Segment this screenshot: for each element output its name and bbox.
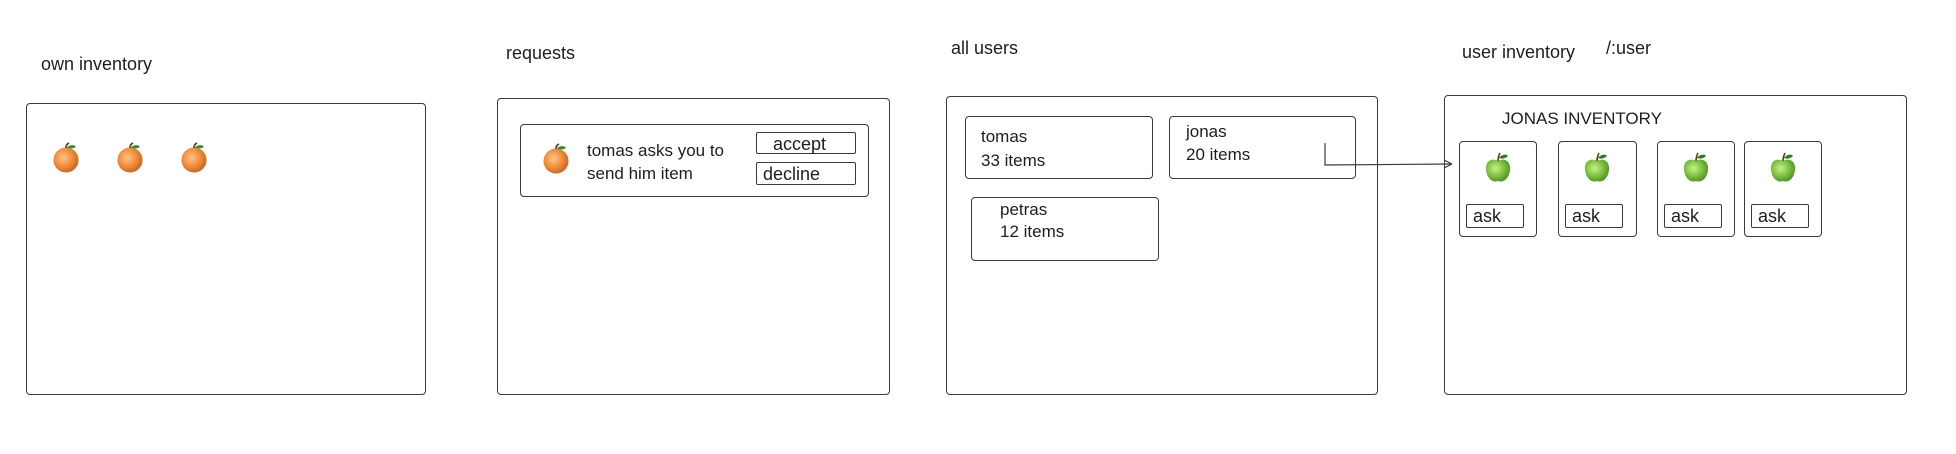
user-name: jonas: [1186, 122, 1227, 141]
all-users-panel: tomas 33 items jonas 20 items petras 12 …: [946, 96, 1378, 395]
orange-icon[interactable]: [115, 142, 145, 179]
request-text-line2: send him item: [587, 164, 693, 183]
item-card: ask: [1744, 141, 1822, 237]
user-item-count: 20 items: [1186, 145, 1251, 164]
green-apple-icon[interactable]: [1582, 152, 1612, 189]
ask-button[interactable]: ask: [1466, 204, 1524, 228]
own-inventory-panel: [26, 103, 426, 395]
all-users-label: all users: [951, 38, 1019, 58]
item-card: ask: [1459, 141, 1537, 237]
user-card-petras[interactable]: petras 12 items: [971, 197, 1159, 261]
orange-icon: [541, 143, 571, 180]
user-item-count: 12 items: [1000, 222, 1065, 241]
green-apple-icon[interactable]: [1483, 152, 1513, 189]
user-inventory-panel: JONAS INVENTORY ask ask ask ask: [1444, 95, 1907, 395]
ask-button[interactable]: ask: [1751, 204, 1809, 228]
requests-panel: tomas asks you to send him item accept d…: [497, 98, 890, 395]
decline-button[interactable]: decline: [756, 162, 856, 185]
green-apple-icon[interactable]: [1681, 152, 1711, 189]
user-inventory-label: user inventory: [1462, 42, 1576, 62]
item-card: ask: [1657, 141, 1735, 237]
ask-button[interactable]: ask: [1664, 204, 1722, 228]
orange-icon[interactable]: [179, 142, 209, 179]
route-label: /:user: [1606, 38, 1652, 58]
request-text-line1: tomas asks you to: [587, 141, 725, 160]
orange-icon[interactable]: [51, 142, 81, 179]
user-item-count: 33 items: [981, 151, 1046, 170]
request-card: tomas asks you to send him item accept d…: [520, 124, 869, 197]
user-card-jonas[interactable]: jonas 20 items: [1169, 116, 1356, 179]
own-inventory-label: own inventory: [41, 54, 153, 74]
inventory-title: JONAS INVENTORY: [1502, 109, 1662, 128]
user-name: tomas: [981, 127, 1028, 146]
item-card: ask: [1558, 141, 1637, 237]
user-name: petras: [1000, 200, 1048, 219]
ask-button[interactable]: ask: [1565, 204, 1623, 228]
requests-label: requests: [506, 43, 576, 63]
green-apple-icon[interactable]: [1768, 152, 1798, 189]
user-card-tomas[interactable]: tomas 33 items: [965, 116, 1153, 179]
accept-button[interactable]: accept: [756, 132, 856, 154]
